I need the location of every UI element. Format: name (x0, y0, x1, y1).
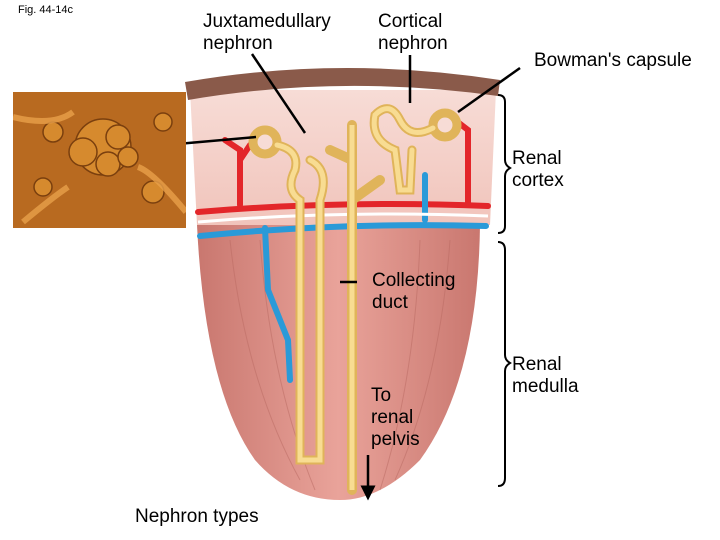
juxtamedullary-label: Juxtamedullary nephron (203, 11, 373, 55)
medulla-brace (498, 242, 510, 486)
to-renal-pelvis-label: To renal pelvis (371, 385, 431, 451)
collecting-duct-label: Collecting duct (372, 270, 482, 314)
renal-medulla-region (197, 225, 480, 500)
glomerulus-micrograph (13, 92, 186, 228)
renal-cortex-label: Renal cortex (512, 148, 582, 192)
renal-medulla-label: Renal medulla (512, 354, 602, 398)
cortex-brace (498, 95, 510, 233)
cortical-label: Cortical nephron (378, 11, 468, 55)
nephron-types-label: Nephron types (135, 506, 259, 528)
bowmans-capsule-label: Bowman's capsule (534, 50, 692, 72)
